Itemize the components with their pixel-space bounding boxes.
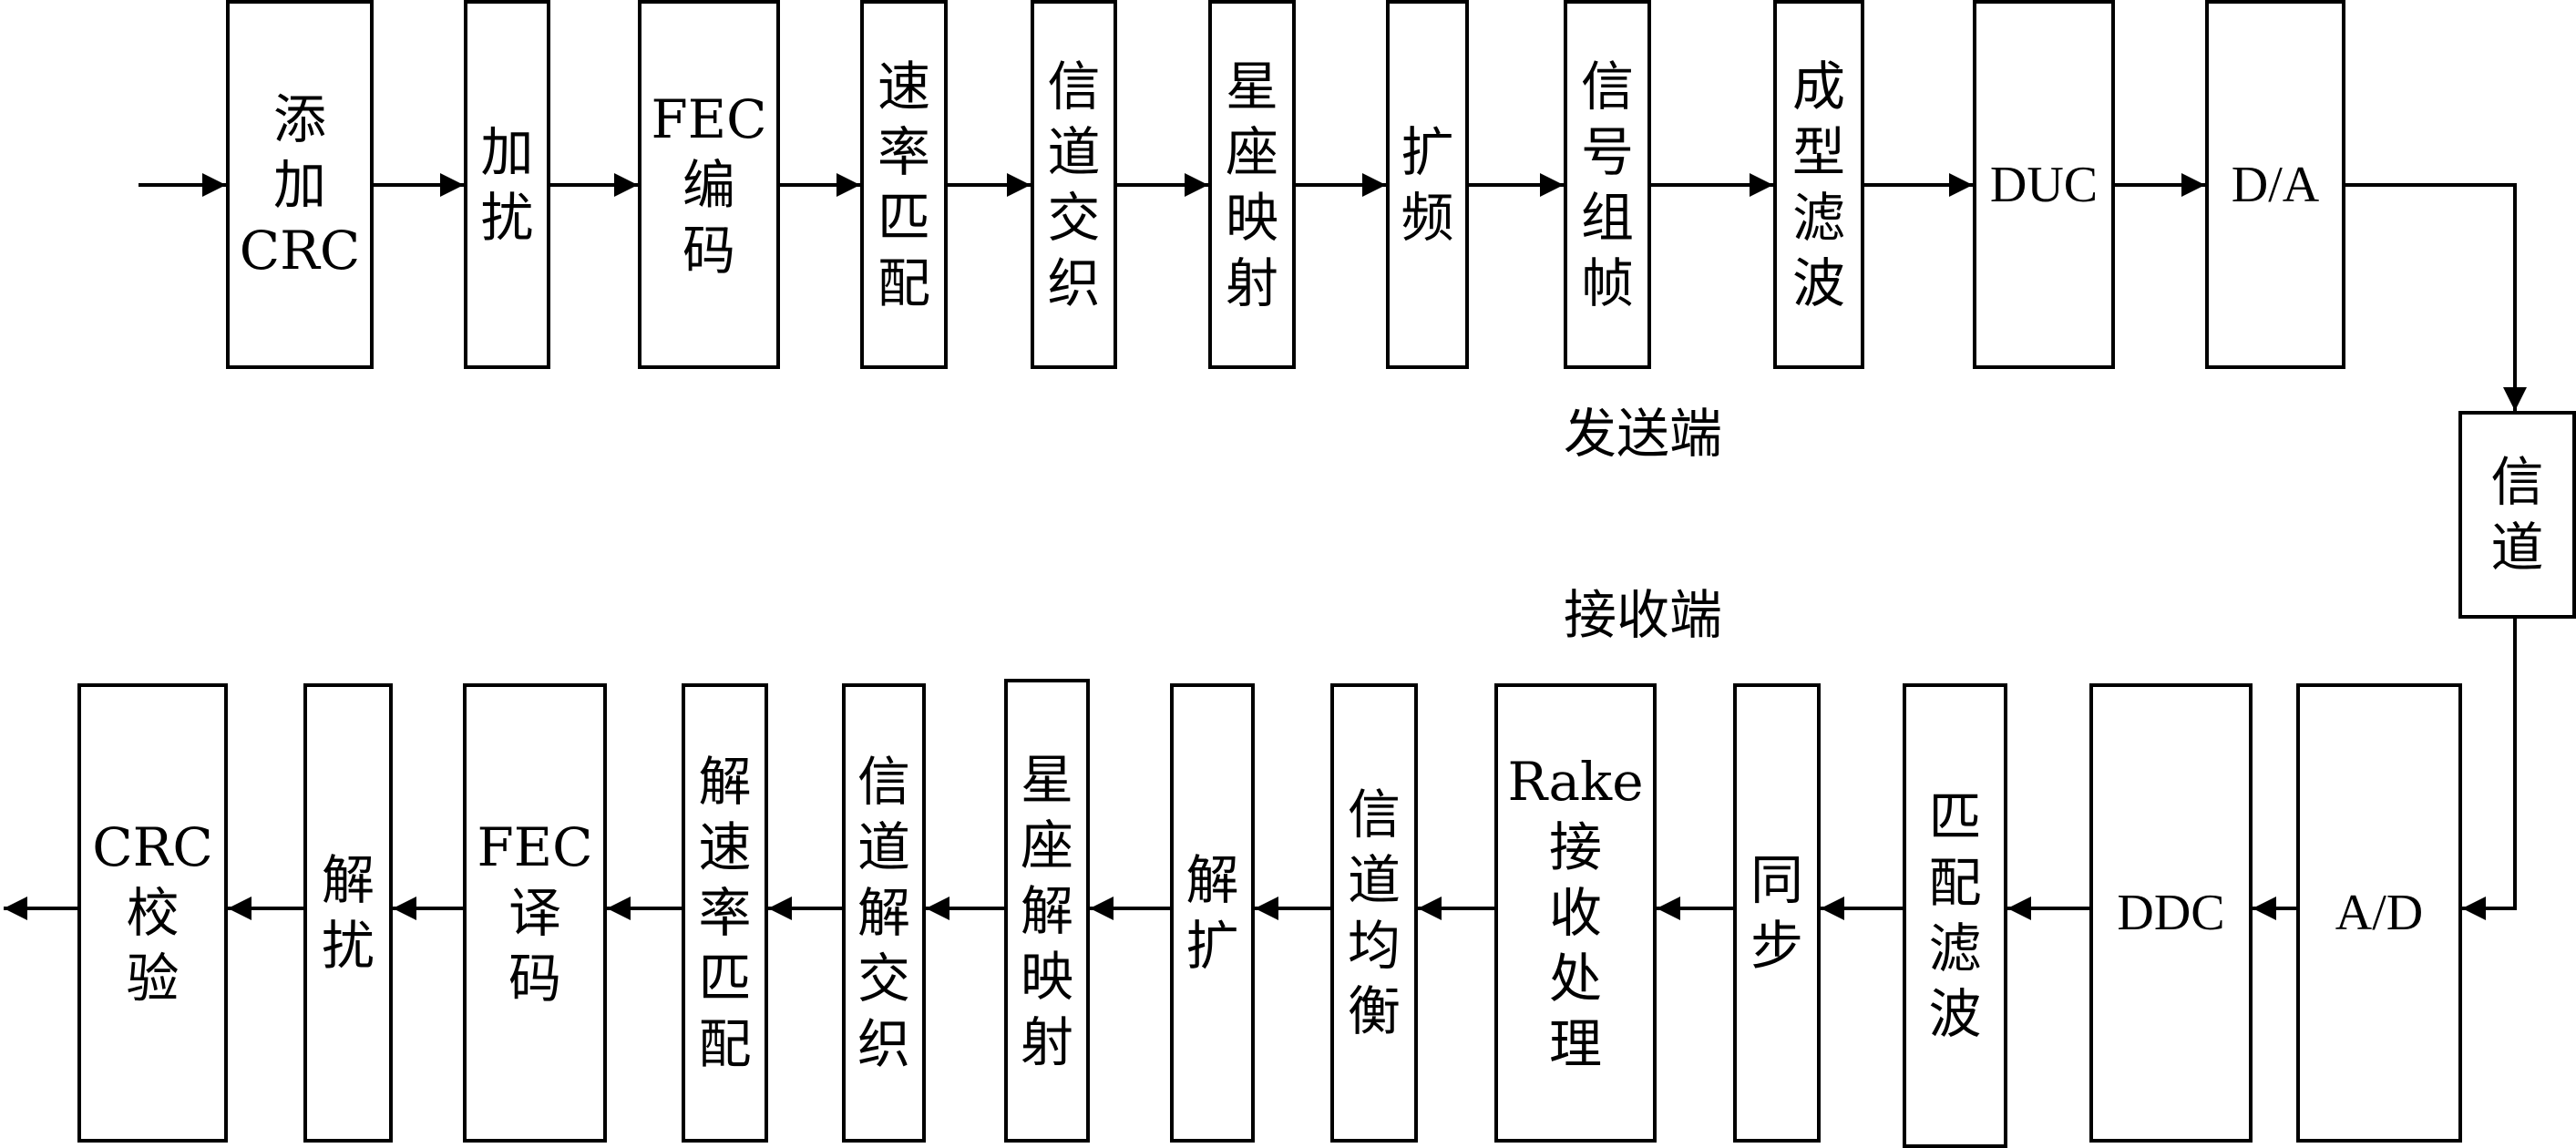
block-channel-interleave: 信 道 交 织 (1031, 0, 1117, 369)
block-fec-encode: FEC 编 码 (638, 0, 780, 369)
block-add-crc: 添 加 CRC (226, 0, 374, 369)
block-channel-equalize: 信 道 均 衡 (1330, 683, 1418, 1143)
transmitter-label: 发送端 (1564, 403, 1723, 465)
receiver-label: 接收端 (1564, 584, 1723, 646)
block-spread: 扩 频 (1386, 0, 1469, 369)
block-despread: 解 扩 (1170, 683, 1255, 1143)
arrow-to-channel (2345, 183, 2527, 411)
block-constellation-map: 星 座 映 射 (1208, 0, 1296, 369)
block-d-a: D/A (2205, 0, 2345, 369)
block-a-d: A/D (2296, 683, 2462, 1143)
block-frame-assembly: 信 号 组 帧 (1564, 0, 1651, 369)
arrow-from-channel (2462, 619, 2517, 920)
block-channel: 信 道 (2458, 411, 2576, 619)
block-ddc: DDC (2089, 683, 2253, 1143)
block-synchronization: 同 步 (1733, 683, 1821, 1143)
block-duc: DUC (1973, 0, 2115, 369)
block-fec-decode: FEC 译 码 (463, 683, 607, 1143)
block-pulse-shaping: 成 型 滤 波 (1773, 0, 1864, 369)
block-matched-filter: 匹 配 滤 波 (1903, 683, 2007, 1148)
block-channel-deinterleave: 信 道 解 交 织 (842, 683, 926, 1143)
block-descramble: 解 扰 (303, 683, 393, 1143)
block-scramble: 加 扰 (464, 0, 550, 369)
block-rate-dematch: 解 速 率 匹 配 (682, 683, 768, 1143)
block-rake-receiver: Rake 接 收 处 理 (1494, 683, 1657, 1143)
block-rate-match: 速 率 匹 配 (860, 0, 948, 369)
block-crc-check: CRC 校 验 (77, 683, 228, 1143)
block-constellation-demap: 星 座 解 映 射 (1004, 679, 1090, 1143)
